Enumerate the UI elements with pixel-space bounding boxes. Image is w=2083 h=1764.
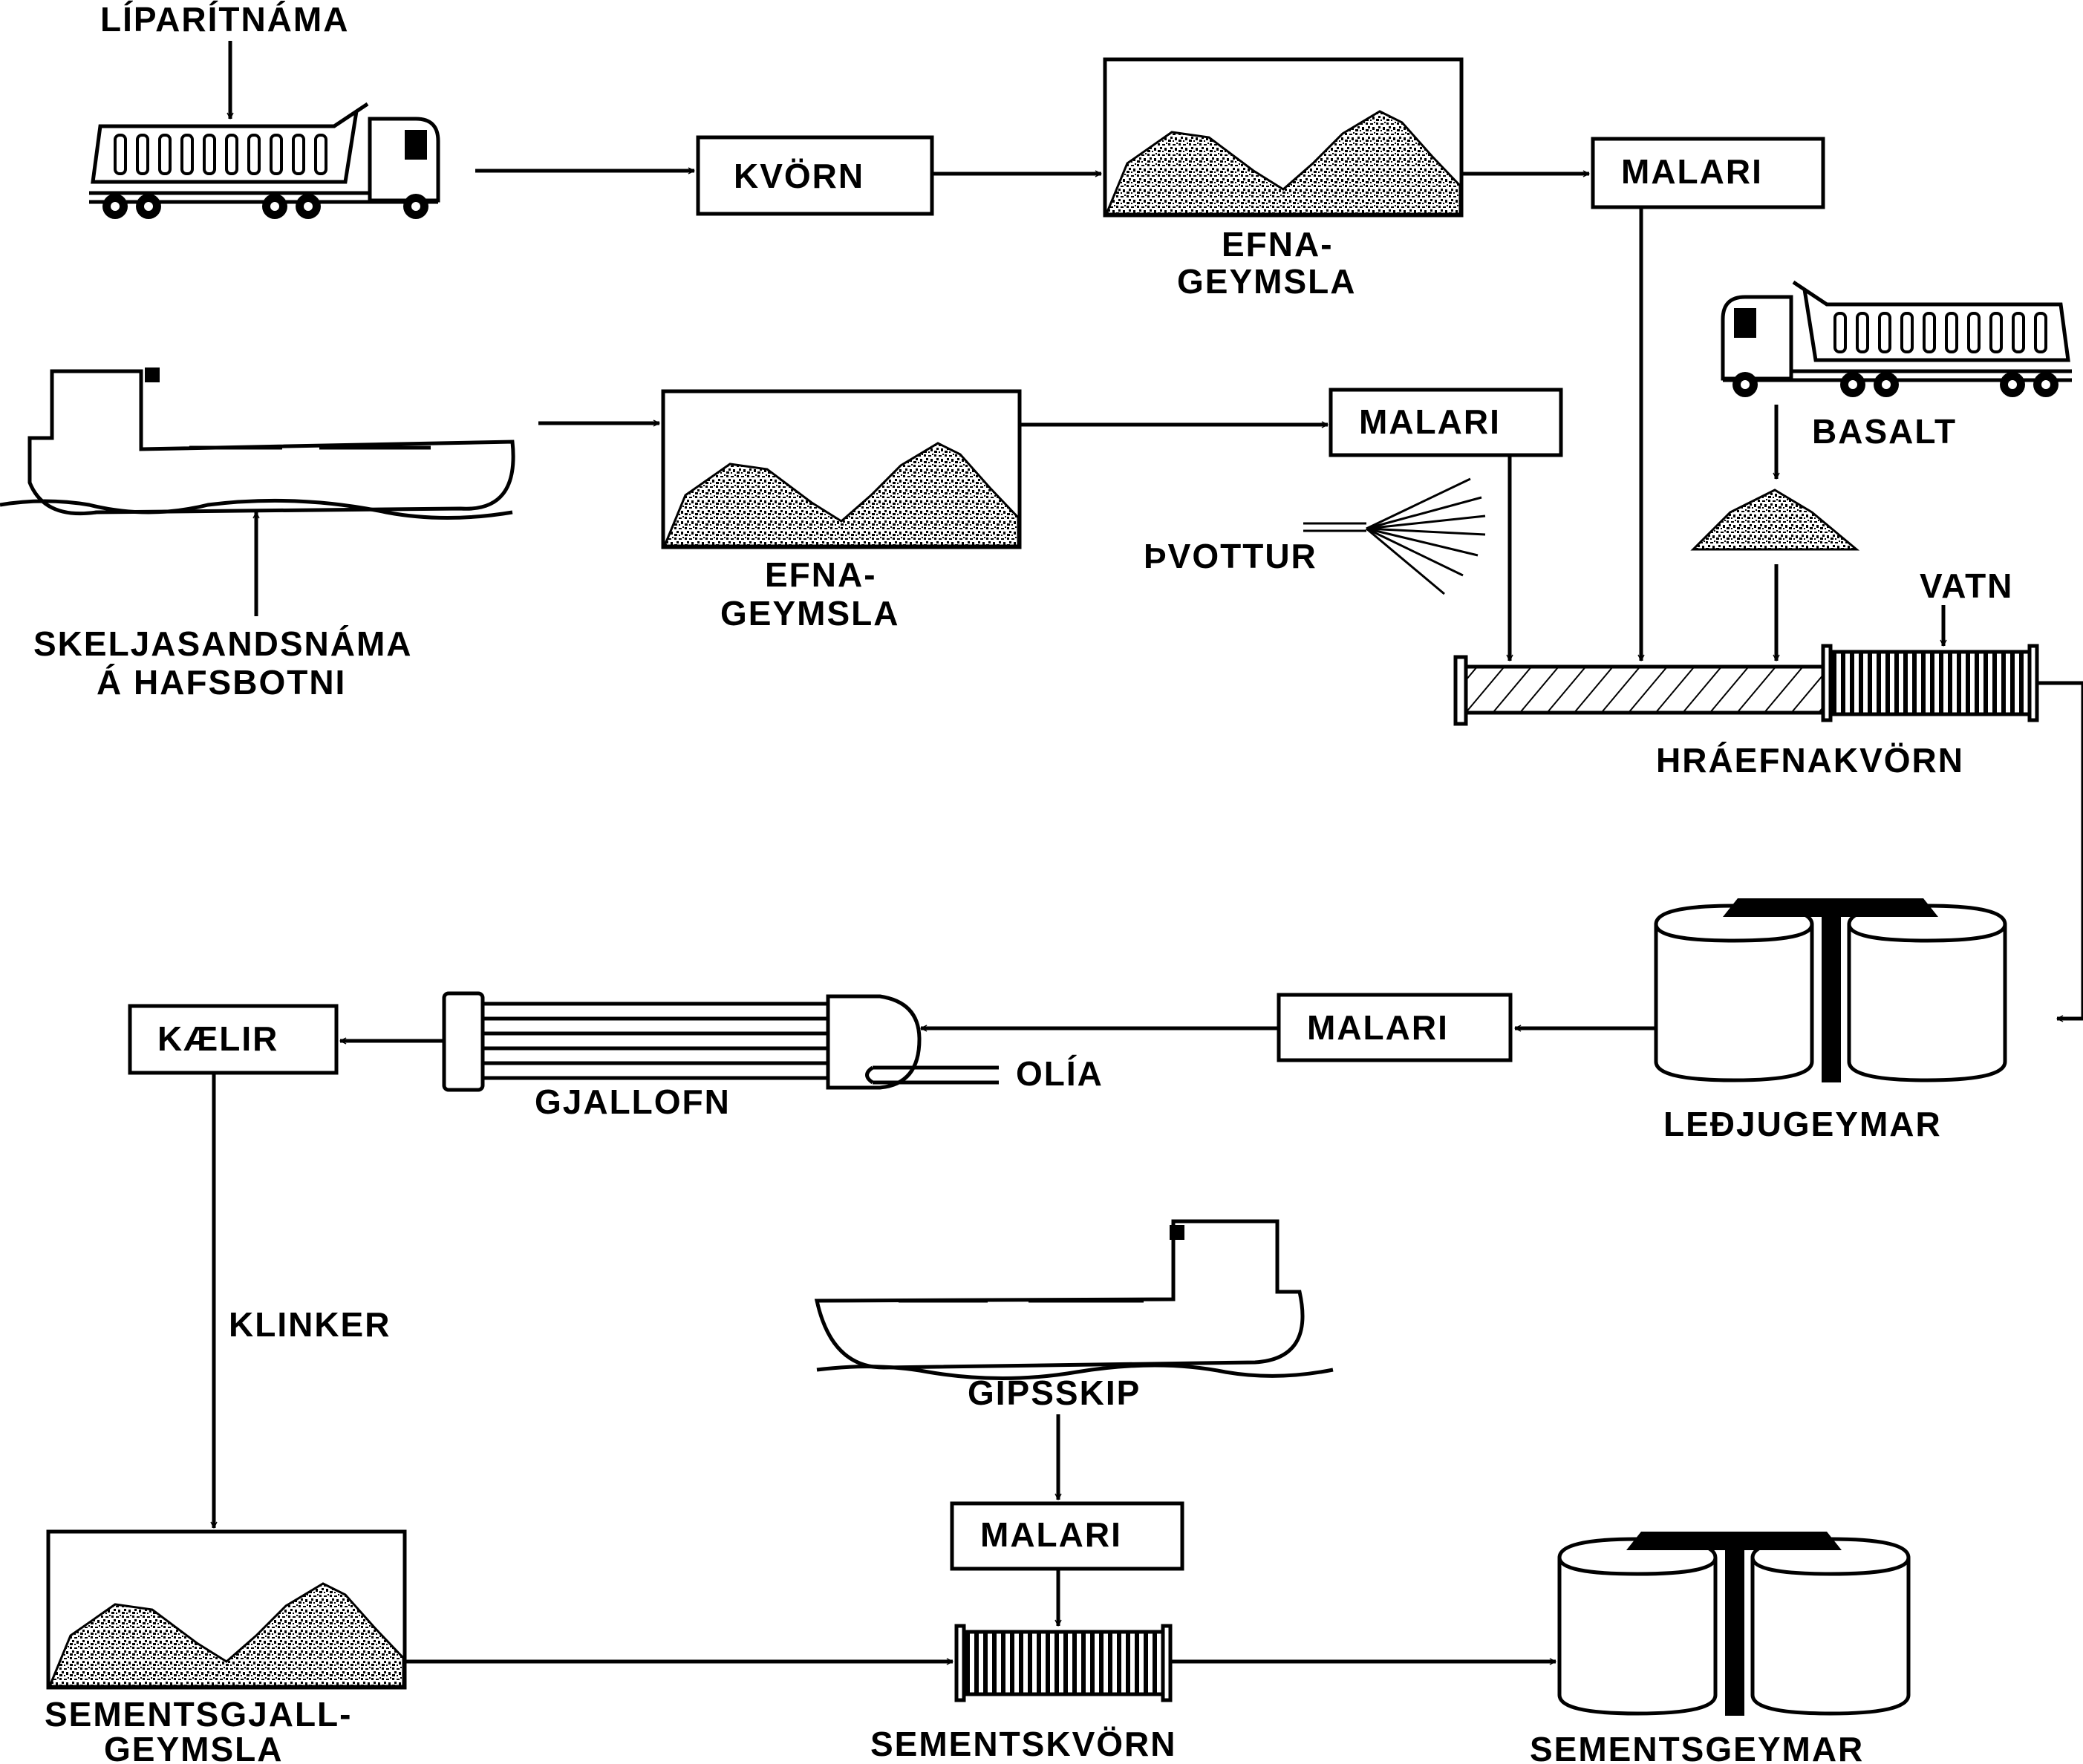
dump-truck-icon (1723, 282, 2072, 397)
line-mill-to-ledjugeymar (2038, 681, 2083, 1019)
label-sementsgjall-2: GEYMSLA (104, 1730, 283, 1764)
label-kaelir: KÆLIR (157, 1019, 278, 1058)
label-klinker: KLINKER (229, 1305, 391, 1344)
label-efnageymsla-1a: EFNA- (1222, 225, 1334, 264)
mill-drum-icon (956, 1626, 1170, 1700)
label-malari-mid: MALARI (1359, 402, 1501, 441)
label-sementsgeymar: SEMENTSGEYMAR (1530, 1730, 1864, 1764)
label-malari-top: MALARI (1621, 152, 1763, 191)
label-olia: OLÍA (1016, 1054, 1104, 1093)
label-skeljasandsnama-2: Á HAFSBOTNI (97, 663, 346, 702)
kaelir-box (128, 1004, 339, 1075)
malari-mid-box (1329, 388, 1563, 457)
label-liparitnama: LÍPARÍTNÁMA (100, 0, 349, 39)
mill-drum-icon (1453, 646, 2037, 726)
material-pile-icon (1690, 489, 1860, 551)
label-sementskvorn: SEMENTSKVÖRN (870, 1725, 1176, 1763)
label-thvottur: ÞVOTTUR (1144, 537, 1317, 575)
label-malari-kiln: MALARI (1307, 1008, 1449, 1047)
material-pile-icon (1105, 59, 1461, 215)
ship-icon (0, 368, 515, 520)
label-vatn: VATN (1920, 566, 2013, 605)
rotary-kiln-icon (442, 991, 999, 1092)
label-ledjugeymar: LEÐJUGEYMAR (1663, 1105, 1942, 1143)
label-gipsskip: GIPSSKIP (968, 1373, 1141, 1412)
label-kvorn: KVÖRN (734, 157, 864, 195)
silo-tanks-icon (1559, 1532, 1908, 1716)
material-pile-icon (48, 1532, 405, 1688)
label-malari-gips: MALARI (980, 1515, 1122, 1554)
label-basalt: BASALT (1812, 412, 1957, 451)
label-efnageymsla-2b: GEYMSLA (720, 594, 899, 633)
label-skeljasandsnama-1: SKELJASANDSNÁMA (33, 624, 412, 663)
label-hraefnakvorn: HRÁEFNAKVÖRN (1656, 741, 1964, 780)
silo-tanks-icon (1656, 898, 2005, 1082)
dump-truck-icon (89, 104, 438, 219)
malari-gips-box (950, 1501, 1184, 1571)
label-efnageymsla-1b: GEYMSLA (1177, 262, 1356, 301)
spray-nozzle-icon (1303, 477, 1486, 595)
material-pile-icon (663, 391, 1020, 547)
label-sementsgjall-1: SEMENTSGJALL- (45, 1695, 352, 1734)
label-efnageymsla-2a: EFNA- (765, 555, 877, 594)
label-gjallofn: GJALLOFN (535, 1082, 731, 1121)
ship-icon (814, 1219, 1334, 1380)
malari-top-box (1591, 137, 1825, 209)
